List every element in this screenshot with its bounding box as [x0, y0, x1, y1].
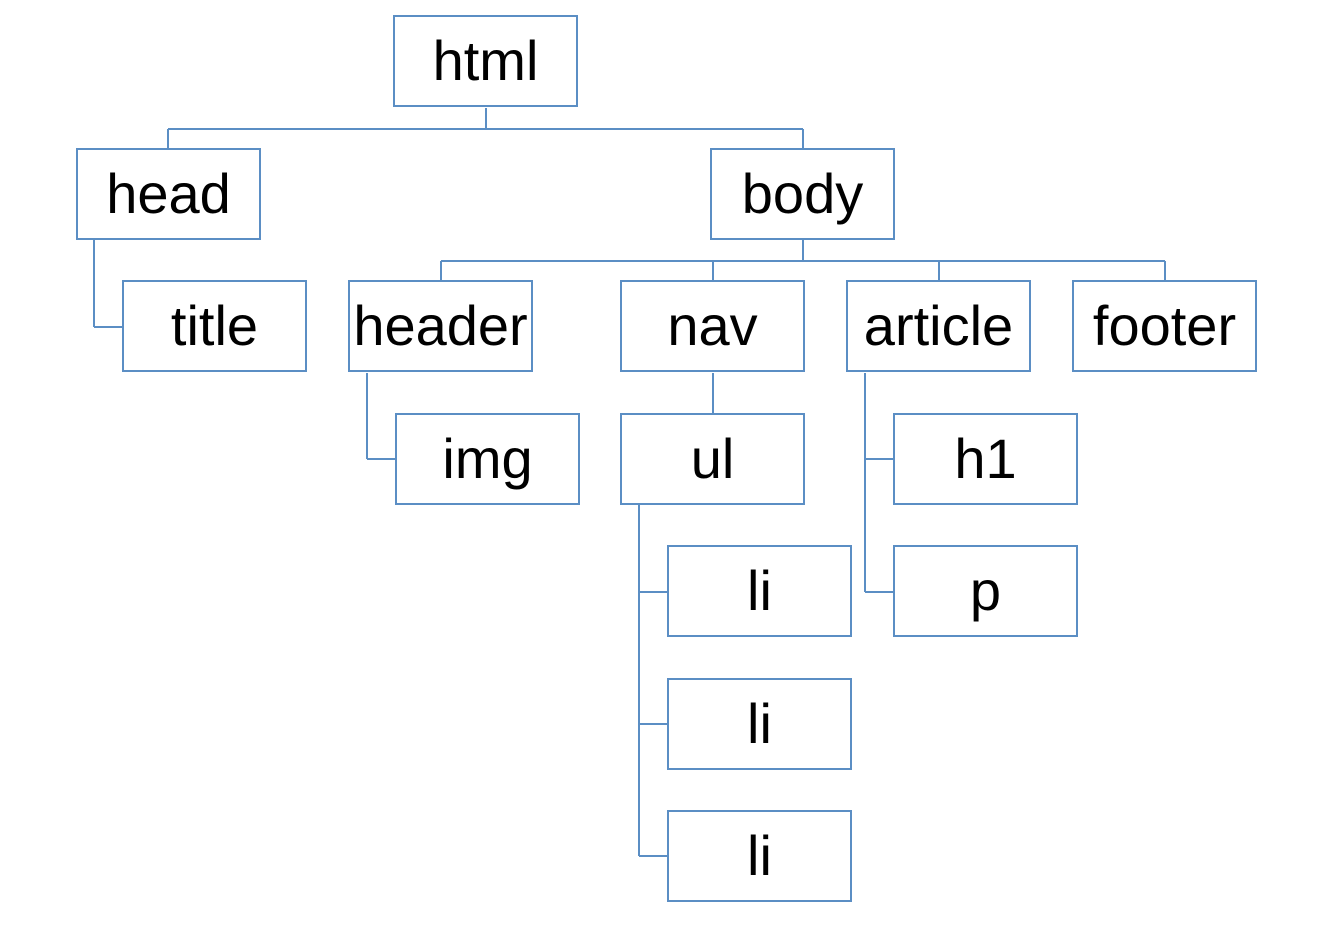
node-label: li [747, 559, 772, 622]
node-li-1: li [667, 545, 852, 637]
node-title: title [122, 280, 307, 372]
node-li-2: li [667, 678, 852, 770]
node-label: h1 [954, 427, 1017, 490]
node-label: li [747, 824, 772, 887]
node-label: li [747, 692, 772, 755]
node-h1: h1 [893, 413, 1078, 505]
node-label: title [170, 294, 259, 357]
node-label: footer [1092, 294, 1237, 357]
node-label: img [442, 427, 533, 490]
node-label: p [969, 559, 1002, 622]
node-ul: ul [620, 413, 805, 505]
node-label: nav [667, 294, 758, 357]
node-footer: footer [1072, 280, 1257, 372]
node-p: p [893, 545, 1078, 637]
node-nav: nav [620, 280, 805, 372]
node-article: article [846, 280, 1031, 372]
node-label: article [863, 294, 1014, 357]
node-head: head [76, 148, 261, 240]
node-img: img [395, 413, 580, 505]
node-html: html [393, 15, 578, 107]
node-label: head [106, 162, 231, 225]
node-body: body [710, 148, 895, 240]
node-label: html [432, 29, 539, 92]
node-li-3: li [667, 810, 852, 902]
node-label: header [353, 294, 528, 357]
node-header: header [348, 280, 533, 372]
node-label: body [741, 162, 864, 225]
node-label: ul [690, 427, 735, 490]
